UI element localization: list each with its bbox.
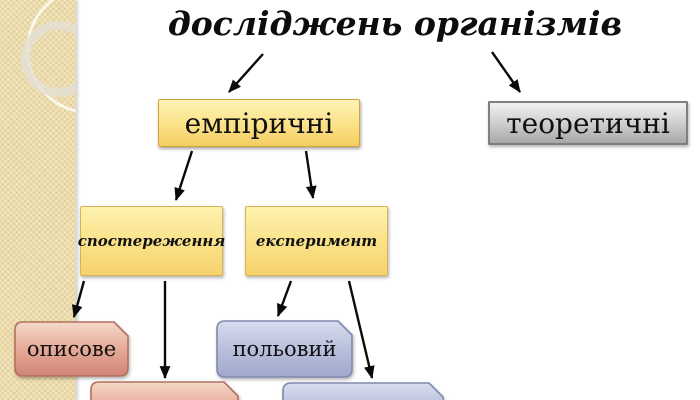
- edge-title-teoretychni: [491, 51, 521, 93]
- node-sposterezhennia: спостереження: [78, 206, 225, 276]
- edge-empirychni-eksperyment: [304, 150, 317, 200]
- circle-ornament-thick: [21, 21, 76, 97]
- node-eksperyment: експеримент: [245, 206, 388, 276]
- node-teoretychni: теоретичні: [488, 101, 688, 145]
- edge-eksperyment-bottom-right: [347, 280, 375, 380]
- node-bottom-right-partial-shape: [282, 382, 444, 400]
- edge-sposterezhennia-opysove: [71, 280, 86, 319]
- edge-title-empirychni: [228, 53, 264, 93]
- page-title: досліджень організмів: [167, 4, 623, 43]
- sidebar-decoration: [0, 0, 76, 400]
- node-empirychni: емпіричні: [158, 99, 360, 147]
- node-opysove-shape: [14, 321, 129, 377]
- edge-eksperyment-polovyi: [276, 280, 293, 318]
- edge-empirychni-sposterezhennia: [174, 150, 194, 202]
- node-bottom-left-partial-shape: [90, 381, 239, 400]
- node-polovyi-shape: [216, 320, 353, 378]
